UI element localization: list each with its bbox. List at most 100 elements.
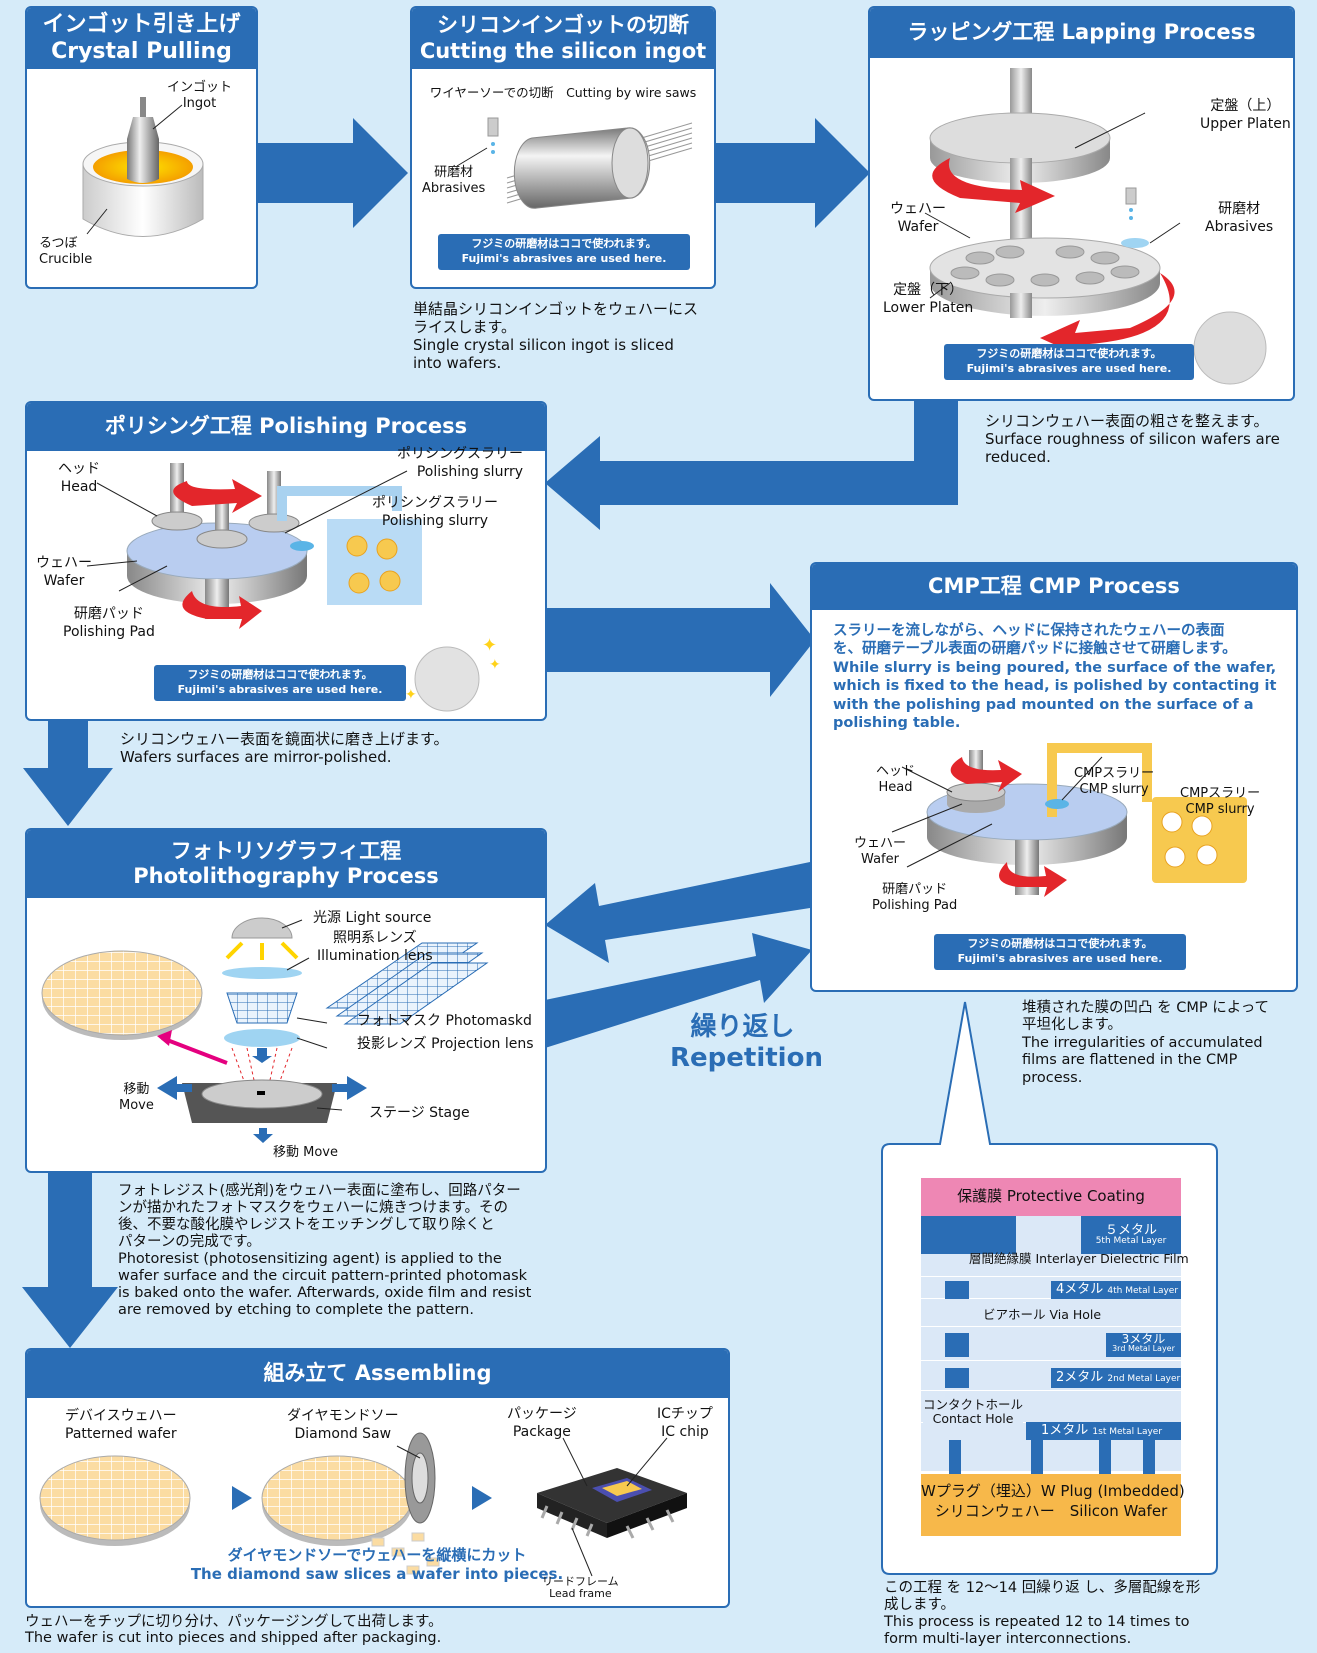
cmp-illustration [891,743,1247,897]
cutting-abr-ja: 研磨材 [434,165,474,180]
arrow-photo-to-cmp [545,933,812,1048]
illum-ja: 照明系レンズ [332,930,417,946]
protective-coating-band [921,1178,1181,1216]
cutting-desc-en1: Single crystal silicon ingot is sliced [413,336,674,354]
crystal-title-en: Crystal Pulling [51,38,232,64]
ingot-en: Ingot [182,96,217,112]
cmp-header: CMP工程 CMP Process [812,564,1296,610]
wire-saw-label: ワイヤーソーでの切断 Cutting by wire saws [429,85,697,100]
cmp-text-ja1: スラリーを流しながら、ヘッドに保持されたウェハーの表面 [833,623,1225,639]
assembling-illustration [39,1432,687,1577]
metal1-label: 1メタル 1st Metal Layer [1041,1423,1162,1439]
cmp-explanation: スラリーを流しながら、ヘッドに保持されたウェハーの表面 を、研磨テーブル表面の研… [833,622,1276,732]
cmp-text-en2: which is fixed to the head, is polished … [833,678,1277,695]
svg-text:✦: ✦ [405,687,417,703]
cmp-slurry1-ja: CMPスラリー [1074,766,1155,781]
cmp-wafer-ja: ウェハー [854,836,907,851]
cmp-pad-en: Polishing Pad [872,898,958,914]
cmp-text-ja2: を、研磨テーブル表面の研磨パッドに接触させて研磨します。 [833,641,1237,658]
photo-title-ja: フォトリソグラフィ工程 [170,838,402,863]
move-down-label: 移動 Move [273,1145,338,1160]
arrow-photo-to-assembling [22,1173,118,1348]
photo-desc-en1: Photoresist (photosensitizing agent) is … [118,1250,502,1267]
move1-en: Move [119,1098,154,1114]
photo-desc-ja2: ンが描かれたフォトマスクをウェハーに焼きつけます。その [118,1199,509,1216]
m4-en: 4th Metal Layer [1107,1286,1179,1296]
cmp-slurry2-ja: CMPスラリー [1180,786,1261,801]
chip-ja: ICチップ [657,1406,713,1422]
photo-desc-en3: is baked onto the wafer. Afterwards, oxi… [118,1284,532,1301]
contact-ja: コンタクトホール [923,1397,1024,1412]
polishing-fujimi-badge: フジミの研磨材はココで使われます。Fujimi's abrasives are … [154,665,406,701]
cmp-desc-en2: films are flattened in the CMP [1022,1052,1238,1069]
lapping-header: ラッピング工程 Lapping Process [870,8,1293,58]
cmp-description: 堆積された膜の凹凸 を CMP によって 平坦化します。 The irregul… [1022,1000,1269,1087]
pol-pad-en: Polishing Pad [63,623,155,640]
lapping-fujimi-badge: フジミの研磨材はココで使われます。Fujimi's abrasives are … [944,344,1194,380]
polishing-header: ポリシング工程 Polishing Process [27,403,545,451]
lapping-desc-en2: reduced. [985,448,1051,466]
cutting-desc-ja1: 単結晶シリコンインゴットをウェハーにス [413,300,699,318]
lapping-badge-ja: フジミの研磨材はココで使われます。 [976,347,1162,360]
m3-ja: 3メタル [1121,1332,1166,1346]
assembling-desc-ja: ウェハーをチップに切り分け、パッケージングして出荷します。 [25,1614,443,1630]
pol-slurry1-en: Polishing slurry [416,463,523,480]
metal2-label: 2メタル 2nd Metal Layer [1056,1370,1180,1386]
cmp-desc-en3: process. [1022,1069,1083,1086]
silicon-label: シリコンウェハー Silicon Wafer [934,1502,1168,1521]
cmp-panel: CMP工程 CMP Process スラリーを流しながら、ヘッドに保持されたウェ… [810,562,1298,992]
lapping-desc-ja: シリコンウェハー表面の粗さを整えます。 [985,412,1269,430]
cutting-abr-en: Abrasives [422,181,486,197]
chip-en: IC chip [661,1423,709,1440]
arrow-crystal-to-cutting [254,118,408,228]
lead-en: Lead frame [549,1587,612,1601]
saw-en: Diamond Saw [294,1425,392,1442]
lapping-abr-ja: 研磨材 [1218,201,1261,217]
photo-title-en: Photolithography Process [133,864,439,888]
lapping-badge-en: Fujimi's abrasives are used here. [966,361,1172,375]
cmp-fujimi-badge: フジミの研磨材はココで使われます。Fujimi's abrasives are … [934,934,1186,970]
lead-ja: リードフレーム [542,1575,619,1588]
m1-ja: 1メタル [1041,1423,1089,1438]
photolithography-panel: フォトリソグラフィ工程 Photolithography Process [25,828,547,1173]
package-en: Package [512,1423,571,1440]
photo-desc-ja3: 後、不要な酸化膜やレジストをエッチングして取り除くと [118,1216,495,1233]
pol-pad-ja: 研磨パッド [73,606,144,622]
lapping-wafer-ja: ウェハー [890,201,946,217]
arrow-lapping-to-polishing [545,397,958,530]
pol-slurry2-ja: ポリシングスラリー [372,495,498,511]
upper-en: Upper Platen [1200,115,1291,132]
silicon-labels: Wプラグ（埋込）W Plug (Imbedded)シリコンウェハー Silico… [921,1481,1185,1522]
arrow-polishing-to-photo [23,718,113,826]
illum-en: Illumination lens [317,947,433,964]
silicon-wafer-band [921,1474,1181,1536]
cmp-pad-ja: 研磨パッド [882,882,948,897]
lapping-illustration [924,68,1267,385]
cutting-desc-en2: into wafers. [413,354,502,372]
assembling-header: 組み立て Assembling [27,1350,728,1398]
repetition-label: 繰り返し Repetition [670,1012,823,1074]
cmp-slurry1-en: CMP slurry [1079,782,1149,798]
lower-en: Lower Platen [883,299,974,316]
cutting-fujimi-badge: フジミの研磨材はココで使われます。Fujimi's abrasives are … [438,234,690,270]
pol-badge-en: Fujimi's abrasives are used here. [177,682,383,696]
projection-lens-label: 投影レンズ Projection lens [357,1036,534,1052]
m5-ja: ５メタル [1104,1223,1157,1238]
metal1 [1026,1422,1181,1440]
cutting-header: シリコンインゴットの切断 Cutting the silicon ingot [412,8,714,69]
photo-desc-ja1: フォトレジスト(感光剤)をウェハー表面に塗布し、回路パター [118,1183,521,1199]
pol-desc-en: Wafers surfaces are mirror-polished. [120,748,392,766]
photomask-label: フォトマスク Photomaskd [357,1013,532,1029]
pol-head-ja: ヘッド [58,461,100,477]
upper-platen-label: 定盤（上）Upper Platen [1200,98,1291,133]
